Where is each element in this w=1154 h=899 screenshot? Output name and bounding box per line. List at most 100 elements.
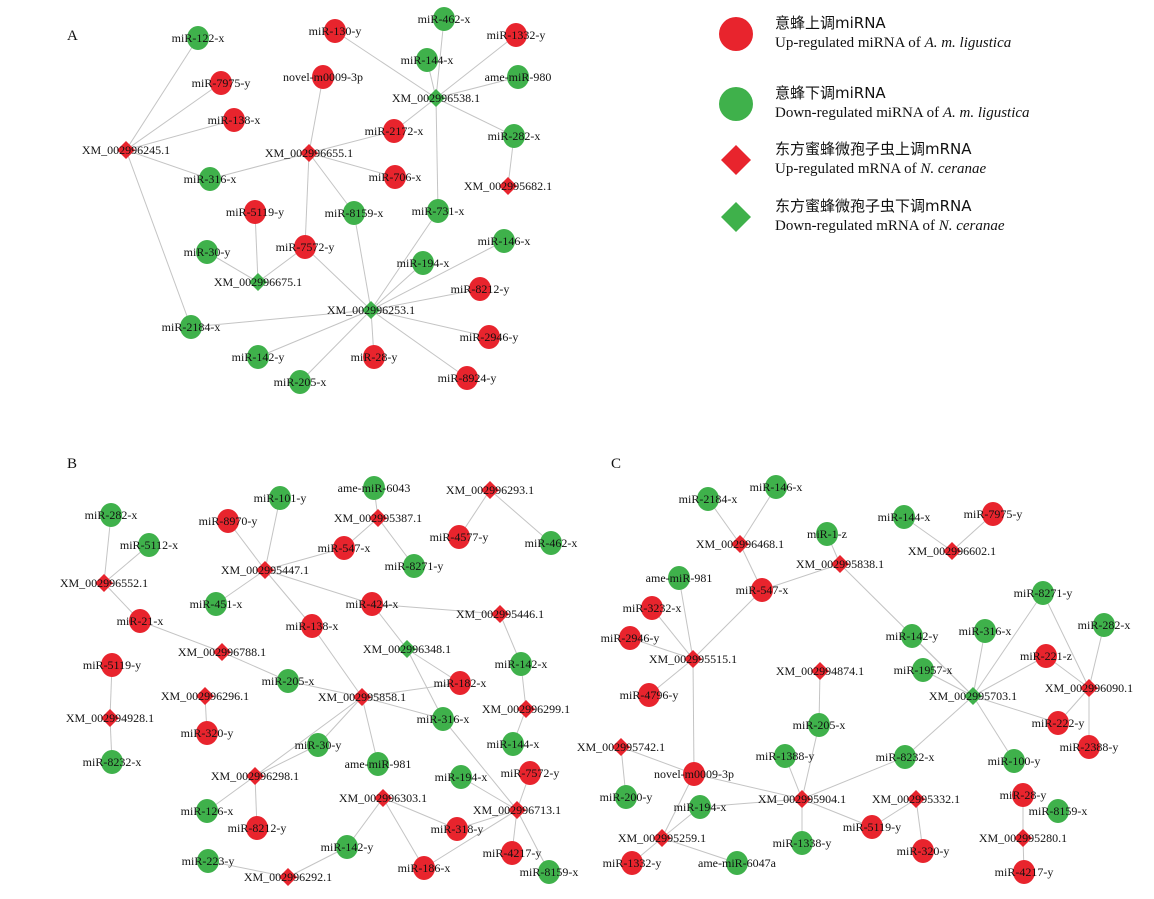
panel-a-mrna-node-xm-002996245-1[interactable]: XM_002996245.1: [82, 141, 170, 159]
panel-a-mirna-node-mir-194-x[interactable]: miR-194-x: [397, 251, 450, 275]
panel-c-mirna-node-ame-mir-981[interactable]: ame-miR-981: [646, 566, 713, 590]
panel-a-mirna-node-mir-8924-y[interactable]: miR-8924-y: [438, 366, 497, 390]
panel-b-mrna-node-xm-002996303-1[interactable]: XM_002996303.1: [339, 789, 427, 807]
panel-b-mirna-node-mir-318-y[interactable]: miR-318-y: [431, 817, 484, 841]
panel-a-mirna-node-mir-205-x[interactable]: miR-205-x: [274, 370, 327, 394]
panel-a-mrna-node-xm-002996655-1[interactable]: XM_002996655.1: [265, 144, 353, 162]
panel-c-mirna-node-mir-320-y[interactable]: miR-320-y: [897, 839, 950, 863]
panel-b-mrna-node-xm-002996788-1[interactable]: XM_002996788.1: [178, 643, 266, 661]
panel-a-mirna-node-mir-5119-y[interactable]: miR-5119-y: [226, 200, 284, 224]
panel-c-mirna-node-mir-2388-y[interactable]: miR-2388-y: [1060, 735, 1119, 759]
panel-b-mirna-node-mir-282-x[interactable]: miR-282-x: [85, 503, 138, 527]
panel-a-mirna-node-mir-731-x[interactable]: miR-731-x: [412, 199, 465, 223]
panel-b-mirna-node-mir-186-x[interactable]: miR-186-x: [398, 856, 451, 880]
panel-c-mrna-node-xm-002995838-1[interactable]: XM_002995838.1: [796, 555, 884, 573]
panel-a-mrna-node-xm-002996253-1[interactable]: XM_002996253.1: [327, 301, 415, 319]
panel-a-mirna-node-mir-122-x[interactable]: miR-122-x: [172, 26, 225, 50]
panel-a-mrna-node-xm-002995682-1[interactable]: XM_002995682.1: [464, 177, 552, 195]
panel-b-mrna-node-xm-002996298-1[interactable]: XM_002996298.1: [211, 767, 299, 785]
panel-b-mirna-node-mir-5112-x[interactable]: miR-5112-x: [120, 533, 178, 557]
panel-a-mirna-node-mir-8159-x[interactable]: miR-8159-x: [325, 201, 384, 225]
panel-a-mirna-node-mir-706-x[interactable]: miR-706-x: [369, 165, 422, 189]
panel-a-mirna-node-mir-2184-x[interactable]: miR-2184-x: [162, 315, 221, 339]
panel-b-mirna-node-mir-8212-y[interactable]: miR-8212-y: [228, 816, 287, 840]
panel-a-mirna-node-mir-30-y[interactable]: miR-30-y: [184, 240, 231, 264]
panel-c-mirna-node-mir-7975-y[interactable]: miR-7975-y: [964, 502, 1023, 526]
panel-b-mirna-node-mir-424-x[interactable]: miR-424-x: [346, 592, 399, 616]
panel-c-mrna-node-xm-002995332-1[interactable]: XM_002995332.1: [872, 790, 960, 808]
panel-c-mrna-node-xm-002996468-1[interactable]: XM_002996468.1: [696, 535, 784, 553]
panel-b-mirna-node-mir-144-x[interactable]: miR-144-x: [487, 732, 540, 756]
panel-c-mrna-node-xm-002996090-1[interactable]: XM_002996090.1: [1045, 679, 1133, 697]
panel-c-mrna-node-xm-002995515-1[interactable]: XM_002995515.1: [649, 650, 737, 668]
panel-b-mrna-node-xm-002996299-1[interactable]: XM_002996299.1: [482, 700, 570, 718]
panel-b-mirna-node-mir-4577-y[interactable]: miR-4577-y: [430, 525, 489, 549]
panel-a-mirna-node-mir-7572-y[interactable]: miR-7572-y: [276, 235, 335, 259]
panel-b-mirna-node-mir-8271-y[interactable]: miR-8271-y: [385, 554, 444, 578]
panel-a-mirna-node-mir-130-y[interactable]: miR-130-y: [309, 19, 362, 43]
panel-c-mirna-node-mir-8232-x[interactable]: miR-8232-x: [876, 745, 935, 769]
panel-b-mirna-node-mir-182-x[interactable]: miR-182-x: [434, 671, 487, 695]
panel-c-mirna-node-ame-mir-6047a[interactable]: ame-miR-6047a: [698, 851, 777, 875]
panel-b-mirna-node-mir-462-x[interactable]: miR-462-x: [525, 531, 578, 555]
panel-c-mirna-node-mir-316-x[interactable]: miR-316-x: [959, 619, 1012, 643]
panel-b-mirna-node-mir-138-x[interactable]: miR-138-x: [286, 614, 339, 638]
panel-b-mirna-node-mir-451-x[interactable]: miR-451-x: [190, 592, 243, 616]
panel-a-mirna-node-mir-146-x[interactable]: miR-146-x: [478, 229, 531, 253]
panel-b-mrna-node-xm-002996713-1[interactable]: XM_002996713.1: [473, 801, 561, 819]
panel-a-mirna-node-mir-28-y[interactable]: miR-28-y: [351, 345, 398, 369]
panel-c-mrna-node-xm-002995280-1[interactable]: XM_002995280.1: [979, 829, 1067, 847]
panel-c-mirna-node-mir-28-y[interactable]: miR-28-y: [1000, 783, 1047, 807]
panel-b-mirna-node-mir-8232-x[interactable]: miR-8232-x: [83, 750, 142, 774]
panel-c-mrna-node-xm-002995742-1[interactable]: XM_002995742.1: [577, 738, 665, 756]
panel-b-mirna-node-mir-142-y[interactable]: miR-142-y: [321, 835, 374, 859]
panel-b-mrna-node-xm-002995447-1[interactable]: XM_002995447.1: [221, 561, 309, 579]
panel-c-mirna-node-novel-m0009-3p[interactable]: novel-m0009-3p: [654, 762, 734, 786]
panel-a-mirna-node-mir-2172-x[interactable]: miR-2172-x: [365, 119, 424, 143]
panel-b-mirna-node-mir-142-x[interactable]: miR-142-x: [495, 652, 548, 676]
panel-c-mirna-node-mir-1388-y[interactable]: miR-1388-y: [756, 744, 815, 768]
panel-a-mirna-node-mir-138-x[interactable]: miR-138-x: [208, 108, 261, 132]
panel-a-mirna-node-mir-316-x[interactable]: miR-316-x: [184, 167, 237, 191]
panel-b-mrna-node-xm-002995387-1[interactable]: XM_002995387.1: [334, 509, 422, 527]
panel-b-mirna-node-ame-mir-981[interactable]: ame-miR-981: [345, 752, 412, 776]
panel-c-mrna-node-xm-002995259-1[interactable]: XM_002995259.1: [618, 829, 706, 847]
panel-b-mirna-node-ame-mir-6043[interactable]: ame-miR-6043: [338, 476, 411, 500]
panel-b-mirna-node-mir-320-y[interactable]: miR-320-y: [181, 721, 234, 745]
panel-a-mirna-node-mir-142-y[interactable]: miR-142-y: [232, 345, 285, 369]
panel-c-mirna-node-mir-547-x[interactable]: miR-547-x: [736, 578, 789, 602]
panel-c-mirna-node-mir-194-x[interactable]: miR-194-x: [674, 795, 727, 819]
panel-c-mirna-node-mir-221-z[interactable]: miR-221-z: [1020, 644, 1072, 668]
panel-c-mirna-node-mir-4217-y[interactable]: miR-4217-y: [995, 860, 1054, 884]
panel-a-mirna-node-mir-8212-y[interactable]: miR-8212-y: [451, 277, 510, 301]
panel-b-mirna-node-mir-126-x[interactable]: miR-126-x: [181, 799, 234, 823]
panel-c-mrna-node-xm-002995904-1[interactable]: XM_002995904.1: [758, 790, 846, 808]
panel-c-mirna-node-mir-3232-x[interactable]: miR-3232-x: [623, 596, 682, 620]
panel-b-mirna-node-mir-316-x[interactable]: miR-316-x: [417, 707, 470, 731]
panel-b-mirna-node-mir-8159-x[interactable]: miR-8159-x: [520, 860, 579, 884]
panel-a-mirna-node-mir-2946-y[interactable]: miR-2946-y: [460, 325, 519, 349]
panel-c-mrna-node-xm-002995703-1[interactable]: XM_002995703.1: [929, 687, 1017, 705]
panel-b-mrna-node-xm-002996552-1[interactable]: XM_002996552.1: [60, 574, 148, 592]
panel-a-mirna-node-mir-462-x[interactable]: miR-462-x: [418, 7, 471, 31]
panel-b-mirna-node-mir-223-y[interactable]: miR-223-y: [182, 849, 235, 873]
panel-c-mrna-node-xm-002994874-1[interactable]: XM_002994874.1: [776, 662, 864, 680]
panel-c-mirna-node-mir-5119-y[interactable]: miR-5119-y: [843, 815, 901, 839]
panel-c-mirna-node-mir-144-x[interactable]: miR-144-x: [878, 505, 931, 529]
panel-a-mirna-node-mir-144-x[interactable]: miR-144-x: [401, 48, 454, 72]
panel-b-mrna-node-xm-002995858-1[interactable]: XM_002995858.1: [318, 688, 406, 706]
panel-b-mrna-node-xm-002996348-1[interactable]: XM_002996348.1: [363, 640, 451, 658]
panel-c-mrna-node-xm-002996602-1[interactable]: XM_002996602.1: [908, 542, 996, 560]
panel-a-mirna-node-mir-7975-y[interactable]: miR-7975-y: [192, 71, 251, 95]
panel-c-mirna-node-mir-222-y[interactable]: miR-222-y: [1032, 711, 1085, 735]
panel-c-mirna-node-mir-205-x[interactable]: miR-205-x: [793, 713, 846, 737]
panel-b-mirna-node-mir-547-x[interactable]: miR-547-x: [318, 536, 371, 560]
panel-b-mirna-node-mir-7572-y[interactable]: miR-7572-y: [501, 761, 560, 785]
panel-c-mirna-node-mir-282-x[interactable]: miR-282-x: [1078, 613, 1131, 637]
panel-c-mirna-node-mir-1332-y[interactable]: miR-1332-y: [603, 851, 662, 875]
panel-c-mirna-node-mir-4796-y[interactable]: miR-4796-y: [620, 683, 679, 707]
panel-b-mirna-node-mir-194-x[interactable]: miR-194-x: [435, 765, 488, 789]
panel-c-mirna-node-mir-1-z[interactable]: miR-1-z: [807, 522, 847, 546]
panel-a-mirna-node-mir-282-x[interactable]: miR-282-x: [488, 124, 541, 148]
panel-a-mrna-node-xm-002996538-1[interactable]: XM_002996538.1: [392, 89, 480, 107]
